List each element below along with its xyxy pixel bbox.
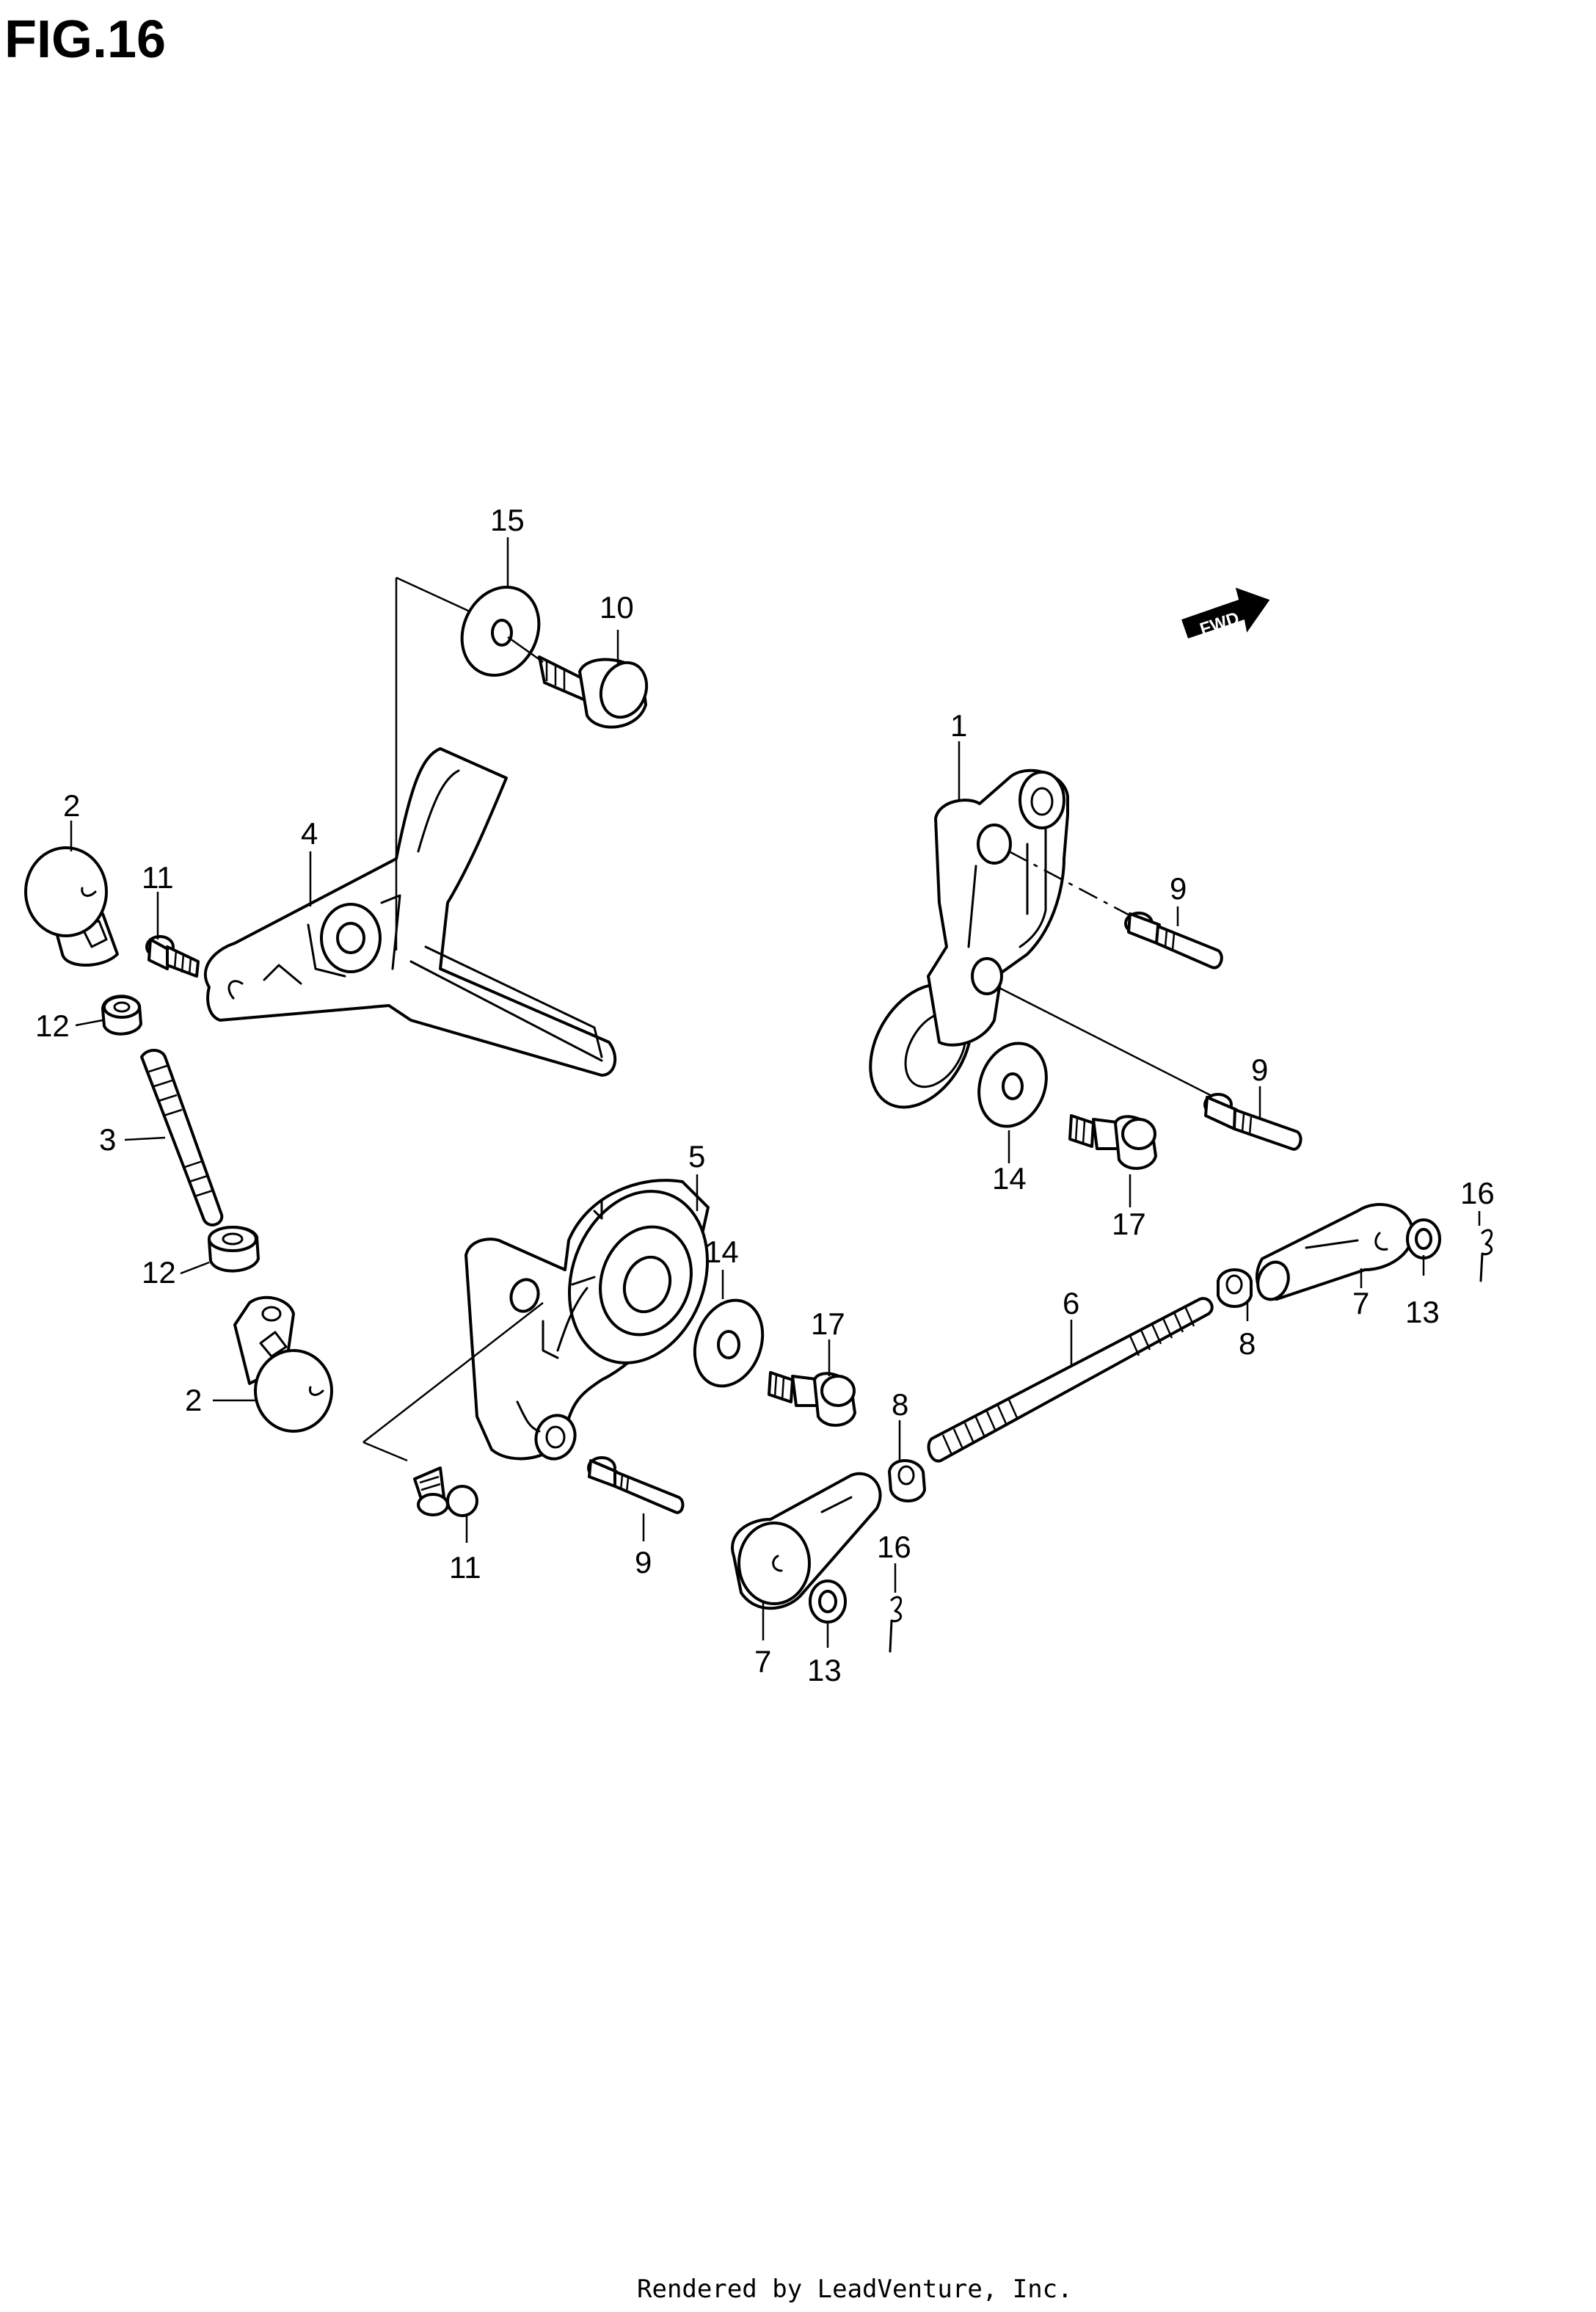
part-17-bolt-right — [1068, 1114, 1157, 1170]
callout-10: 10 — [600, 590, 634, 625]
part-1-link-bracket — [869, 768, 1222, 1109]
callout-4: 4 — [301, 816, 318, 851]
callout-11-upper: 11 — [142, 860, 174, 895]
callout-17-center: 17 — [811, 1306, 845, 1341]
part-3-stud — [140, 1049, 224, 1226]
part-9-pin-upper — [1124, 912, 1223, 970]
part-2-ball-joint-lower — [233, 1295, 333, 1433]
part-16-clip-right — [1479, 1229, 1493, 1282]
part-8-nut-right — [1217, 1268, 1253, 1308]
callout-8-left: 8 — [892, 1387, 908, 1422]
callout-9-lower: 9 — [635, 1545, 652, 1579]
callout-13-left: 13 — [807, 1653, 842, 1687]
callout-1: 1 — [950, 708, 967, 743]
callout-17-right: 17 — [1112, 1207, 1146, 1241]
callout-leaders — [70, 537, 1481, 1648]
callout-13-right: 13 — [1405, 1295, 1440, 1329]
callout-14-right: 14 — [992, 1161, 1027, 1196]
fwd-arrow-icon: FWD — [1181, 587, 1270, 639]
callout-9-middle: 9 — [1251, 1053, 1268, 1087]
figure-title: FIG.16 — [4, 10, 166, 69]
callout-7-left: 7 — [754, 1644, 771, 1679]
callout-8-right: 8 — [1239, 1326, 1256, 1361]
part-16-clip-left — [889, 1596, 903, 1653]
callout-7-right: 7 — [1352, 1286, 1369, 1320]
callout-9-upper: 9 — [1170, 871, 1187, 906]
callout-6: 6 — [1063, 1286, 1079, 1320]
callout-16-right: 16 — [1460, 1176, 1495, 1210]
part-8-nut-left — [888, 1459, 926, 1502]
callout-15: 15 — [490, 503, 525, 537]
part-12-nut-upper — [101, 995, 142, 1036]
part-10-pin — [538, 655, 649, 729]
part-4-lever — [204, 576, 617, 1077]
part-12-nut-lower — [208, 1226, 260, 1273]
callout-2-upper: 2 — [63, 788, 80, 823]
callout-12-upper: 12 — [35, 1008, 70, 1043]
part-17-bolt-center — [768, 1371, 856, 1427]
part-6-threaded-rod — [927, 1297, 1214, 1463]
part-11-ball-stud-lower — [413, 1466, 478, 1517]
part-13-washer-left — [809, 1579, 847, 1624]
part-7-rod-end-right — [1255, 1203, 1414, 1301]
render-credit: Rendered by LeadVenture, Inc. — [637, 2275, 1073, 2304]
part-9-pin-lower — [587, 1456, 685, 1514]
callout-5: 5 — [688, 1139, 705, 1174]
part-5-bracket — [362, 1179, 710, 1462]
callout-3: 3 — [99, 1122, 116, 1157]
callout-12-lower: 12 — [142, 1255, 176, 1290]
callout-16-left: 16 — [877, 1530, 911, 1564]
callout-11-lower: 11 — [449, 1550, 481, 1585]
part-15-washer — [460, 585, 541, 677]
part-2-ball-joint-upper — [24, 846, 119, 967]
part-13-washer-right — [1406, 1218, 1441, 1259]
part-14-washer-right — [977, 1042, 1048, 1128]
callout-14-center: 14 — [704, 1235, 739, 1269]
part-7-rod-end-left — [731, 1472, 882, 1610]
callout-2-lower: 2 — [185, 1383, 202, 1417]
callout-numbers: 15 10 1 2 4 11 9 12 9 3 5 14 16 17 14 12… — [35, 503, 1495, 1687]
part-11-bolt-upper — [145, 935, 200, 978]
part-9-pin-middle — [1203, 1093, 1302, 1151]
part-14-washer-center — [693, 1298, 765, 1388]
